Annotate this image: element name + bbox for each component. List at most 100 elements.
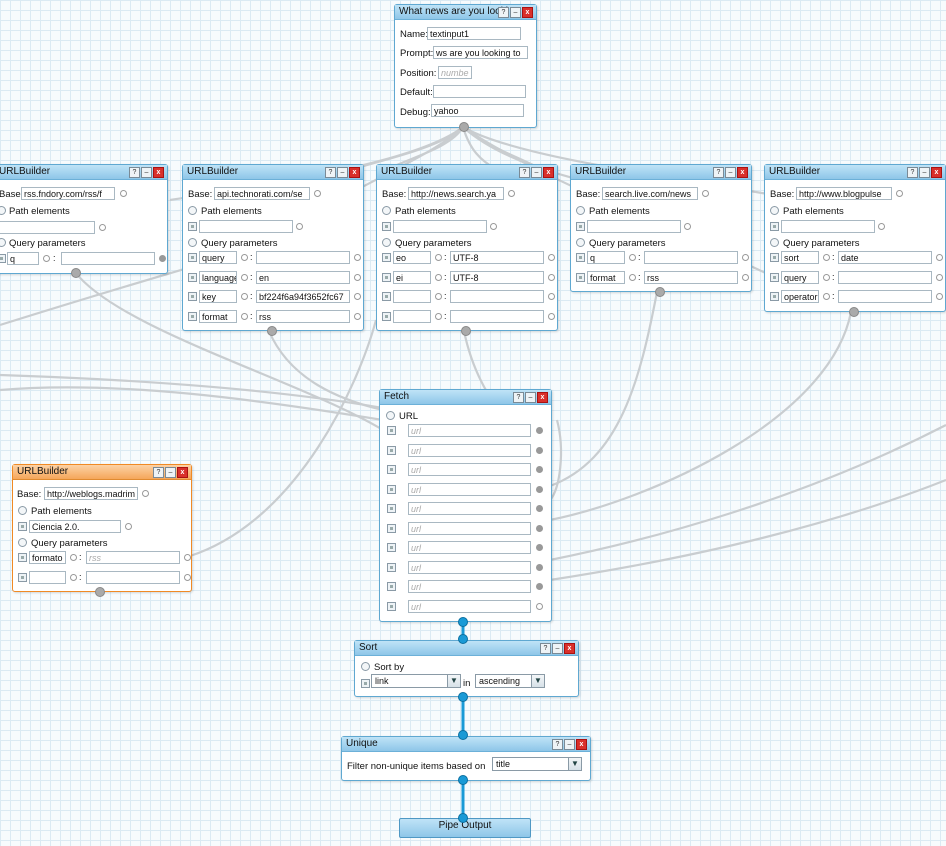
path-terminal[interactable]: [296, 223, 303, 230]
url-terminal[interactable]: [536, 563, 543, 571]
url-remove-checkbox[interactable]: [387, 426, 396, 435]
url-terminal[interactable]: [536, 466, 543, 473]
param-value-terminal[interactable]: [159, 255, 166, 262]
param-value-terminal[interactable]: [184, 554, 191, 561]
textinput-module[interactable]: What news are you looki ? – x Name: text…: [394, 4, 537, 132]
param-value-field[interactable]: [256, 251, 350, 264]
position-field[interactable]: numbe: [438, 66, 472, 79]
minimize-button[interactable]: –: [919, 167, 930, 178]
base-terminal[interactable]: [702, 190, 709, 197]
close-button[interactable]: x: [737, 167, 748, 178]
param-key-terminal[interactable]: [629, 273, 636, 281]
unique-output-terminal[interactable]: [458, 775, 468, 785]
path-remove-checkbox[interactable]: [188, 222, 197, 231]
query-toggle[interactable]: [770, 238, 779, 247]
pipe-output-input-terminal[interactable]: [458, 813, 468, 823]
minimize-button[interactable]: –: [525, 392, 536, 403]
param-key-terminal[interactable]: [629, 254, 636, 261]
param-value-field[interactable]: rss: [644, 270, 738, 284]
url-field[interactable]: url: [408, 482, 531, 496]
close-button[interactable]: x: [177, 467, 188, 478]
param-value-field[interactable]: [838, 270, 932, 284]
url-field[interactable]: url: [408, 502, 531, 515]
param-remove-checkbox[interactable]: [0, 254, 6, 263]
param-value-field[interactable]: en: [256, 270, 350, 284]
path-terminal[interactable]: [490, 223, 497, 230]
param-value-terminal[interactable]: [548, 293, 555, 300]
fetch-output-terminal[interactable]: [458, 617, 468, 627]
minimize-button[interactable]: –: [165, 467, 176, 478]
urlbuilder-module-4[interactable]: URLBuilder ? – x Base: search.live.com/n…: [570, 164, 752, 297]
url-terminal[interactable]: [536, 427, 543, 434]
param-key-field[interactable]: [29, 570, 66, 584]
name-field[interactable]: textinput1: [427, 27, 521, 40]
param-value-field[interactable]: UTF-8: [450, 251, 544, 264]
url-remove-checkbox[interactable]: [387, 562, 396, 572]
param-key-terminal[interactable]: [823, 293, 830, 300]
help-button[interactable]: ?: [129, 167, 140, 178]
param-remove-checkbox[interactable]: [770, 253, 779, 262]
default-field[interactable]: [433, 85, 526, 98]
sort-input-terminal[interactable]: [458, 634, 468, 644]
url-field[interactable]: url: [408, 443, 531, 457]
sort-field-select[interactable]: link ▼: [371, 674, 461, 688]
module-header[interactable]: What news are you looki ? – x: [395, 5, 536, 20]
urlbuilder-module-1[interactable]: URLBuilder ? – x Base: rss.fndory.com/rs…: [0, 164, 168, 278]
module-header[interactable]: Sort ? – x: [355, 641, 578, 656]
base-field[interactable]: search.live.com/news: [602, 187, 698, 200]
param-value-field[interactable]: [61, 252, 155, 265]
base-terminal[interactable]: [508, 190, 515, 197]
urlbuilder-module-6[interactable]: URLBuilder ? – x Base: http://weblogs.ma…: [12, 464, 192, 597]
param-remove-checkbox[interactable]: [382, 292, 391, 301]
path-field[interactable]: [587, 220, 681, 233]
query-toggle[interactable]: [576, 238, 585, 247]
path-field[interactable]: [393, 220, 487, 233]
minimize-button[interactable]: –: [510, 7, 521, 18]
url-terminal[interactable]: [536, 505, 543, 512]
param-key-terminal[interactable]: [70, 554, 77, 561]
param-key-terminal[interactable]: [435, 254, 442, 261]
unique-field-select[interactable]: title ▼: [492, 757, 582, 771]
module-header[interactable]: URLBuilder ? – x: [13, 465, 191, 480]
url-terminal[interactable]: [536, 583, 543, 590]
help-button[interactable]: ?: [325, 167, 336, 178]
param-key-field[interactable]: eo: [393, 251, 431, 264]
module-header[interactable]: URLBuilder ? – x: [765, 165, 945, 180]
param-key-field[interactable]: ei: [393, 270, 431, 284]
base-field[interactable]: http://news.search.ya: [408, 187, 504, 200]
urlbuilder-module-2[interactable]: URLBuilder ? – x Base: api.technorati.co…: [182, 164, 364, 336]
output-terminal[interactable]: [95, 587, 105, 597]
param-key-terminal[interactable]: [241, 312, 248, 320]
path-field[interactable]: Ciencia 2.0.: [29, 520, 121, 533]
param-remove-checkbox[interactable]: [188, 272, 197, 282]
param-value-field[interactable]: [450, 309, 544, 323]
param-key-terminal[interactable]: [435, 273, 442, 281]
param-key-terminal[interactable]: [43, 255, 50, 262]
url-field[interactable]: url: [408, 580, 531, 593]
path-field[interactable]: [199, 220, 293, 233]
minimize-button[interactable]: –: [531, 167, 542, 178]
url-remove-checkbox[interactable]: [387, 601, 396, 611]
param-remove-checkbox[interactable]: [18, 572, 27, 582]
param-key-field[interactable]: format: [199, 309, 237, 323]
param-value-terminal[interactable]: [742, 273, 749, 281]
param-key-field[interactable]: sort: [781, 251, 819, 264]
output-terminal[interactable]: [461, 326, 471, 336]
close-button[interactable]: x: [931, 167, 942, 178]
url-field[interactable]: url: [408, 541, 531, 554]
query-toggle[interactable]: [0, 238, 6, 247]
param-value-terminal[interactable]: [184, 573, 191, 581]
close-button[interactable]: x: [153, 167, 164, 178]
minimize-button[interactable]: –: [337, 167, 348, 178]
param-value-terminal[interactable]: [354, 254, 361, 261]
sort-order-select[interactable]: ascending ▼: [475, 674, 545, 688]
minimize-button[interactable]: –: [552, 643, 563, 654]
help-button[interactable]: ?: [513, 392, 524, 403]
param-value-terminal[interactable]: [936, 293, 943, 300]
help-button[interactable]: ?: [713, 167, 724, 178]
base-field[interactable]: http://www.blogpulse: [796, 187, 892, 200]
url-terminal[interactable]: [536, 544, 543, 551]
url-terminal[interactable]: [536, 485, 543, 493]
path-toggle[interactable]: [0, 206, 6, 215]
param-key-field[interactable]: query: [199, 251, 237, 264]
